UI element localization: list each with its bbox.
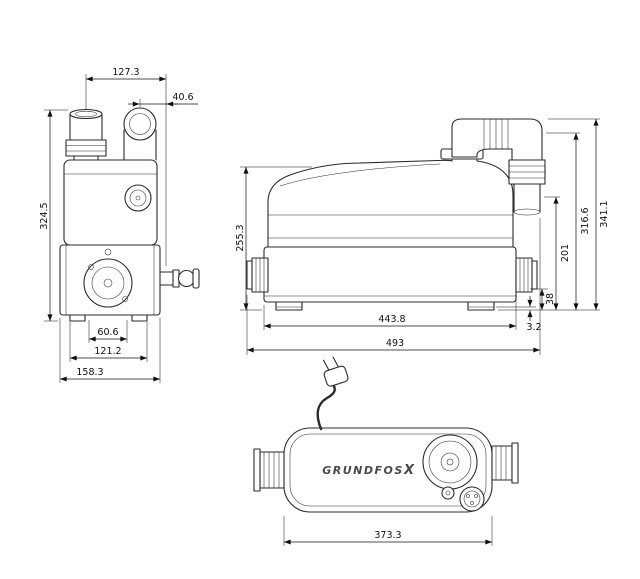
front-pump-port xyxy=(83,258,133,308)
dim-front-total-width: 158.3 xyxy=(76,367,103,378)
side-discharge-elbow xyxy=(451,118,543,161)
front-lower-body xyxy=(59,244,161,316)
grundfos-logo-mark: X xyxy=(403,463,415,478)
dim-side-drain-height: 38 xyxy=(545,293,556,305)
dim-front-inlet-offset: 40.6 xyxy=(172,92,193,103)
dim-front-feet-width: 121.2 xyxy=(94,346,121,357)
top-outlet-coupling xyxy=(491,445,513,481)
dim-top-total-length: 373.3 xyxy=(374,530,401,541)
power-plug xyxy=(322,356,349,387)
dim-side-outlet-height: 316.6 xyxy=(580,207,591,234)
dim-side-inlet-height: 201 xyxy=(560,244,571,262)
side-view: 255.3 341.1 316.6 201 38 3.2 443.8 493 xyxy=(235,118,610,355)
dim-front-port-width: 60.6 xyxy=(97,327,118,338)
dim-side-tank-length: 443.8 xyxy=(378,314,405,325)
front-upper-body xyxy=(63,159,158,246)
dim-side-tank-height: 255.3 xyxy=(235,224,246,251)
top-inlet-coupling xyxy=(259,451,285,489)
dim-side-total-height: 341.1 xyxy=(599,200,610,227)
dim-front-width-top: 127.3 xyxy=(112,67,139,78)
front-view: 127.3 40.6 324.5 60.6 121.2 158.3 xyxy=(39,67,200,383)
top-view: GRUNDFOS X 373.3 xyxy=(253,356,519,546)
top-motor-cap xyxy=(422,434,478,490)
front-inlet-pipe xyxy=(69,108,103,120)
power-cord xyxy=(316,384,336,431)
dim-side-total-length: 493 xyxy=(386,338,404,349)
dim-side-foot-height: 3.2 xyxy=(526,322,541,333)
dim-front-height: 324.5 xyxy=(39,202,50,229)
front-inlet-coupling xyxy=(65,139,107,157)
side-tank xyxy=(267,156,514,248)
top-connector xyxy=(459,486,485,512)
grundfos-logo: GRUNDFOS xyxy=(322,464,404,477)
front-top-port xyxy=(123,107,157,141)
